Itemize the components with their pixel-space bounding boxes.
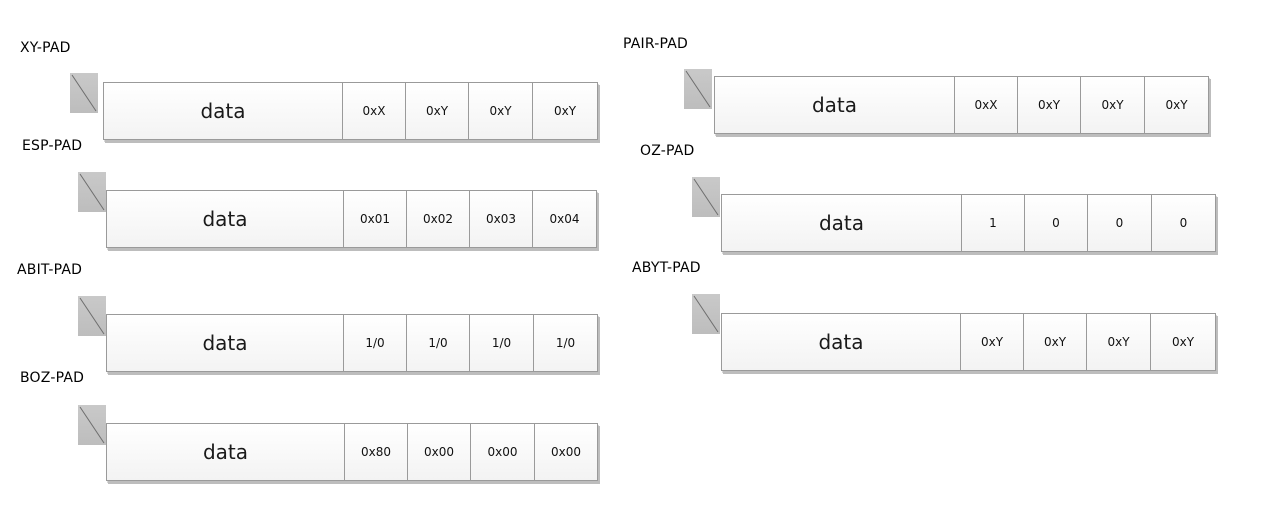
field-cell: 0xY — [1080, 77, 1144, 133]
data-cell: data — [715, 77, 954, 133]
field-cell: 0x03 — [469, 191, 532, 247]
field-cell: 0x00 — [407, 424, 470, 480]
field-cell: 1/0 — [406, 315, 469, 371]
field-cell: 0 — [1024, 195, 1087, 251]
field-cell: 0 — [1151, 195, 1215, 251]
corner-tab-icon — [78, 296, 106, 336]
field-cell: 0x02 — [406, 191, 469, 247]
field-cell: 0x04 — [532, 191, 596, 247]
pad-title: PAIR-PAD — [623, 36, 688, 52]
corner-tab-icon — [692, 177, 720, 217]
data-cell: data — [104, 83, 342, 139]
field-cell: 0x80 — [344, 424, 407, 480]
pad-row: data 0x80 0x00 0x00 0x00 — [106, 423, 598, 481]
field-cell: 0xY — [1150, 314, 1215, 370]
field-cell: 0x00 — [470, 424, 534, 480]
pad-row: data 1/0 1/0 1/0 1/0 — [106, 314, 598, 372]
field-cell: 0xX — [954, 77, 1017, 133]
data-cell: data — [107, 424, 344, 480]
data-cell: data — [722, 195, 961, 251]
pad-title: ABYT-PAD — [632, 260, 701, 276]
field-cell: 0xX — [342, 83, 405, 139]
data-cell: data — [722, 314, 960, 370]
field-cell: 0xY — [1023, 314, 1086, 370]
pad-row: data 0xX 0xY 0xY 0xY — [103, 82, 598, 140]
data-cell: data — [107, 191, 343, 247]
field-cell: 0xY — [1086, 314, 1150, 370]
field-cell: 1/0 — [343, 315, 406, 371]
pad-title: ABIT-PAD — [17, 262, 83, 278]
pad-row: data 1 0 0 0 — [721, 194, 1216, 252]
corner-tab-icon — [684, 69, 712, 109]
field-cell: 0x00 — [534, 424, 597, 480]
field-cell: 0xY — [960, 314, 1023, 370]
pad-row: data 0xY 0xY 0xY 0xY — [721, 313, 1216, 371]
pad-title: BOZ-PAD — [20, 370, 85, 386]
corner-tab-icon — [70, 73, 98, 113]
field-cell: 0xY — [405, 83, 468, 139]
data-cell: data — [107, 315, 343, 371]
field-cell: 1/0 — [469, 315, 533, 371]
corner-tab-icon — [692, 294, 720, 334]
field-cell: 0xY — [1017, 77, 1080, 133]
field-cell: 0x01 — [343, 191, 406, 247]
field-cell: 1/0 — [533, 315, 597, 371]
field-cell: 0xY — [1144, 77, 1208, 133]
pad-title: OZ-PAD — [640, 143, 695, 159]
pad-title: ESP-PAD — [22, 138, 83, 154]
field-cell: 0 — [1087, 195, 1151, 251]
corner-tab-icon — [78, 405, 106, 445]
pad-row: data 0x01 0x02 0x03 0x04 — [106, 190, 597, 248]
pad-row: data 0xX 0xY 0xY 0xY — [714, 76, 1209, 134]
pad-title: XY-PAD — [20, 40, 71, 56]
field-cell: 1 — [961, 195, 1024, 251]
corner-tab-icon — [78, 172, 106, 212]
field-cell: 0xY — [532, 83, 597, 139]
field-cell: 0xY — [468, 83, 532, 139]
